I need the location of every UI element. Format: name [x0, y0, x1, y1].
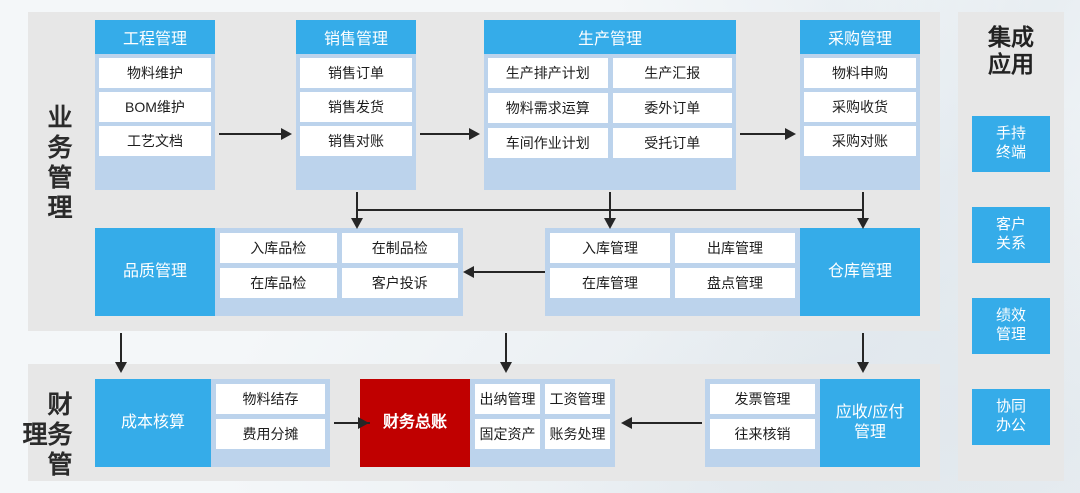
- business-section-title: 业务管理: [44, 104, 72, 224]
- module-label-general-ledger: 财务总账: [360, 379, 470, 467]
- module-card-general-ledger[interactable]: 财务总账 出纳管理 固定资产 工资管理 账务处理: [360, 379, 615, 467]
- integration-section-title: 集成 应用: [962, 24, 1060, 78]
- arrow-right-icon: [358, 417, 369, 429]
- module-item[interactable]: 受托订单: [612, 128, 732, 158]
- module-item[interactable]: 物料维护: [99, 58, 211, 88]
- module-item[interactable]: 物料结存: [216, 384, 325, 414]
- connector-down-to-warehouse-right: [862, 209, 864, 219]
- arrow-right-icon: [469, 128, 480, 140]
- module-item[interactable]: 采购对账: [804, 126, 916, 156]
- module-item[interactable]: 在库管理: [550, 268, 670, 298]
- module-card-sales[interactable]: 销售管理 销售订单 销售发货 销售对账: [296, 20, 416, 190]
- connector-sales-to-production: [420, 133, 469, 135]
- module-item[interactable]: 工资管理: [545, 384, 610, 414]
- connector-sales-down-stub: [356, 192, 358, 209]
- module-card-production[interactable]: 生产管理 生产排产计划 物料需求运算 车间作业计划 生产汇报 委外订单 受托订单: [484, 20, 736, 190]
- connector-warehouse-to-receivable: [862, 333, 864, 363]
- module-item[interactable]: 销售订单: [300, 58, 412, 88]
- module-item[interactable]: 固定资产: [475, 419, 540, 449]
- connector-cost-to-general-ledger: [334, 422, 370, 424]
- integration-app-customer-relations[interactable]: 客户 关系: [972, 207, 1050, 263]
- module-header-production: 生产管理: [484, 20, 736, 54]
- integration-app-label-line1: 手持: [995, 125, 1026, 143]
- integration-app-handheld-terminal[interactable]: 手持 终端: [972, 116, 1050, 172]
- module-card-warehouse[interactable]: 入库管理 在库管理 出库管理 盘点管理 仓库管理: [545, 228, 920, 316]
- connector-down-to-quality: [356, 209, 358, 219]
- module-item[interactable]: 工艺文档: [99, 126, 211, 156]
- arrow-down-icon: [500, 362, 512, 373]
- integration-app-label-line1: 绩效: [995, 307, 1026, 325]
- integration-app-label-line2: 办公: [995, 417, 1026, 434]
- module-card-receivable-payable[interactable]: 应收/应付 管理 发票管理 往来核销: [705, 379, 920, 467]
- module-item[interactable]: 在制品检: [341, 233, 458, 263]
- integration-app-performance-management[interactable]: 绩效 管理: [972, 298, 1050, 354]
- module-item[interactable]: 盘点管理: [675, 268, 795, 298]
- module-item[interactable]: 出库管理: [675, 233, 795, 263]
- arrow-down-icon: [604, 218, 616, 229]
- connector-to-general-ledger: [505, 333, 507, 363]
- integration-title-line2: 应用: [988, 51, 1034, 78]
- connector-quality-to-cost: [120, 333, 122, 363]
- module-item[interactable]: BOM维护: [99, 92, 211, 122]
- module-header-sales: 销售管理: [296, 20, 416, 54]
- module-card-cost-accounting[interactable]: 成本核算 物料结存 费用分摊: [95, 379, 330, 467]
- module-item[interactable]: 账务处理: [545, 419, 610, 449]
- module-item[interactable]: 物料申购: [804, 58, 916, 88]
- integration-app-collaborative-office[interactable]: 协同 办公: [972, 389, 1050, 445]
- module-label-cost-accounting: 成本核算: [95, 379, 211, 467]
- module-item[interactable]: 销售发货: [300, 92, 412, 122]
- module-card-engineering[interactable]: 工程管理 物料维护 BOM维护 工艺文档: [95, 20, 215, 190]
- connector-receivable-to-general-ledger: [632, 422, 702, 424]
- module-item[interactable]: 客户投诉: [341, 268, 458, 298]
- module-item[interactable]: 入库品检: [220, 233, 337, 263]
- integration-title-line1: 集成: [988, 24, 1034, 50]
- module-label-line1: 应收/应付: [835, 404, 905, 421]
- module-item[interactable]: 生产排产计划: [488, 58, 608, 88]
- arrow-down-icon: [351, 218, 363, 229]
- module-item[interactable]: 物料需求运算: [488, 93, 608, 123]
- module-item[interactable]: 委外订单: [612, 93, 732, 123]
- module-item[interactable]: 生产汇报: [612, 58, 732, 88]
- arrow-right-icon: [281, 128, 292, 140]
- module-item[interactable]: 入库管理: [550, 233, 670, 263]
- module-item[interactable]: 发票管理: [710, 384, 815, 414]
- integration-app-label-line2: 终端: [995, 144, 1026, 161]
- module-item[interactable]: 费用分摊: [216, 419, 325, 449]
- module-item[interactable]: 往来核销: [710, 419, 815, 449]
- module-item[interactable]: 车间作业计划: [488, 128, 608, 158]
- module-label-line2: 管理: [853, 424, 886, 441]
- connector-production-down-stub: [609, 192, 611, 209]
- module-item[interactable]: 销售对账: [300, 126, 412, 156]
- connector-engineering-to-sales: [219, 133, 281, 135]
- module-item[interactable]: 出纳管理: [475, 384, 540, 414]
- arrow-down-icon: [857, 218, 869, 229]
- module-header-purchase: 采购管理: [800, 20, 920, 54]
- module-label-quality: 品质管理: [95, 228, 215, 316]
- module-header-engineering: 工程管理: [95, 20, 215, 54]
- module-card-quality[interactable]: 品质管理 入库品检 在库品检 在制品检 客户投诉: [95, 228, 463, 316]
- arrow-left-icon: [463, 266, 474, 278]
- module-label-receivable-payable: 应收/应付 管理: [820, 379, 920, 467]
- connector-warehouse-to-quality: [474, 271, 545, 273]
- module-item[interactable]: 在库品检: [220, 268, 337, 298]
- arrow-left-icon: [621, 417, 632, 429]
- connector-purchase-down-stub: [862, 192, 864, 209]
- module-card-purchase[interactable]: 采购管理 物料申购 采购收货 采购对账: [800, 20, 920, 190]
- integration-app-label-line1: 协同: [995, 398, 1026, 416]
- integration-app-label-line2: 关系: [995, 235, 1026, 252]
- connector-down-to-warehouse-left: [609, 209, 611, 219]
- arrow-down-icon: [115, 362, 127, 373]
- module-item[interactable]: 采购收货: [804, 92, 916, 122]
- connector-production-to-purchase: [740, 133, 785, 135]
- arrow-down-icon: [857, 362, 869, 373]
- arrow-right-icon: [785, 128, 796, 140]
- integration-app-label-line2: 管理: [995, 326, 1026, 343]
- module-label-warehouse: 仓库管理: [800, 228, 920, 316]
- integration-app-label-line1: 客户: [995, 216, 1026, 234]
- finance-section-title: 财务管理: [19, 390, 72, 481]
